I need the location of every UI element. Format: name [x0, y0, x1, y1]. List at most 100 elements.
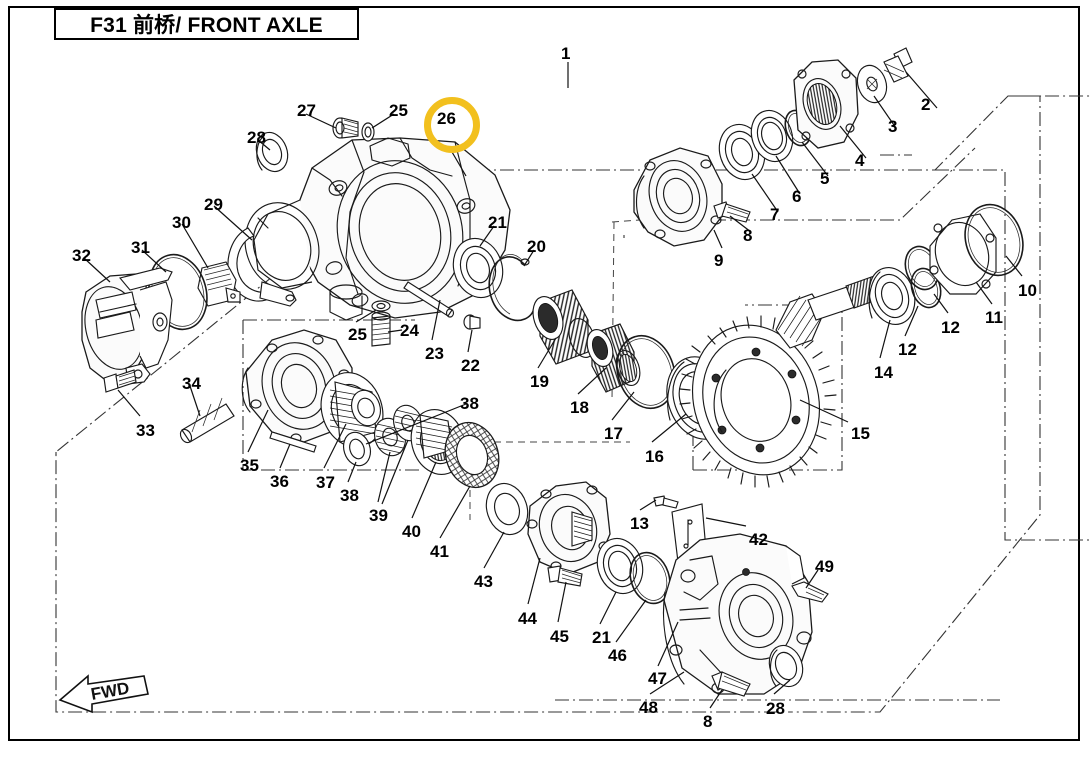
- callout-28b[interactable]: 28: [766, 699, 785, 718]
- part-27-plug: [332, 117, 359, 139]
- callout-32[interactable]: 32: [72, 246, 91, 265]
- part-33-bolt: [103, 369, 137, 393]
- callout-7[interactable]: 7: [770, 205, 780, 224]
- callout-3[interactable]: 3: [888, 117, 898, 136]
- callout-8a[interactable]: 8: [743, 226, 753, 245]
- part-23-shift-shaft: [403, 281, 455, 318]
- part-22-pin: [463, 314, 481, 330]
- callout-45[interactable]: 45: [550, 627, 569, 646]
- part-10-o-ring: [964, 203, 1024, 277]
- callout-30[interactable]: 30: [172, 213, 191, 232]
- leader-lines: [83, 71, 1023, 709]
- callout-36[interactable]: 36: [270, 472, 289, 491]
- part-3-washer: [856, 64, 888, 104]
- callout-16[interactable]: 16: [645, 447, 664, 466]
- part-11-gasket-plate: [929, 213, 997, 295]
- page-title: F31 前桥/ FRONT AXLE: [90, 14, 323, 37]
- callout-1[interactable]: 1: [561, 44, 571, 63]
- callout-2[interactable]: 2: [921, 95, 931, 114]
- callout-38a[interactable]: 38: [340, 486, 359, 505]
- callout-22[interactable]: 22: [461, 356, 480, 375]
- part-29-shift-fork: [227, 227, 297, 307]
- part-18-pinion-sleeve: [586, 323, 641, 393]
- part-9-hub-housing: [633, 147, 723, 247]
- callout-28a[interactable]: 28: [247, 128, 266, 147]
- callout-20[interactable]: 20: [527, 237, 546, 256]
- callout-35[interactable]: 35: [240, 456, 259, 475]
- callout-38b[interactable]: 38: [460, 394, 479, 413]
- callout-25a[interactable]: 25: [389, 101, 408, 120]
- part-34-roll-pin: [179, 397, 235, 444]
- callout-47[interactable]: 47: [648, 669, 667, 688]
- callout-19[interactable]: 19: [530, 372, 549, 391]
- callout-18[interactable]: 18: [570, 398, 589, 417]
- part-25-steel-ball-lower: [371, 300, 391, 312]
- part-2-bolt: [883, 47, 913, 83]
- part-8-bolt-upper: [713, 201, 751, 223]
- part-13-screw: [653, 495, 679, 509]
- callout-12a[interactable]: 12: [941, 318, 960, 337]
- callout-26-highlighted[interactable]: 26: [437, 109, 456, 128]
- title-block: F31 前桥/ FRONT AXLE: [54, 8, 359, 40]
- part-44-differential-cap: [526, 481, 611, 575]
- callout-46[interactable]: 46: [608, 646, 627, 665]
- callout-48[interactable]: 48: [639, 698, 658, 717]
- callout-44[interactable]: 44: [518, 609, 537, 628]
- part-25-steel-ball-upper: [361, 122, 375, 142]
- callout-10[interactable]: 10: [1018, 281, 1037, 300]
- part-38-thrust-washer-a: [342, 431, 372, 467]
- part-12-shim-b: [910, 267, 942, 309]
- callout-5[interactable]: 5: [820, 169, 830, 188]
- fwd-arrow-icon: FWD: [48, 660, 158, 720]
- part-36-cross-pin: [269, 431, 317, 453]
- callout-43[interactable]: 43: [474, 572, 493, 591]
- callout-31[interactable]: 31: [131, 238, 150, 257]
- part-21-ball-bearing-upper: [452, 237, 504, 299]
- part-43-thrust-washer: [485, 482, 529, 536]
- part-6-oil-seal: [750, 109, 794, 163]
- part-24-spring: [371, 311, 391, 347]
- callout-21a[interactable]: 21: [488, 213, 507, 232]
- callout-25b[interactable]: 25: [348, 325, 367, 344]
- callout-4[interactable]: 4: [855, 151, 865, 170]
- part-28-oil-seal-left: [255, 131, 289, 173]
- callout-23[interactable]: 23: [425, 344, 444, 363]
- callout-34[interactable]: 34: [182, 374, 201, 393]
- part-8-flange-bolt-lower: [711, 671, 751, 697]
- part-46-shim: [629, 551, 671, 605]
- callout-13[interactable]: 13: [630, 514, 649, 533]
- callout-27[interactable]: 27: [297, 101, 316, 120]
- part-28-oil-seal-right: [768, 644, 804, 688]
- part-47-housing-seal: [662, 591, 685, 685]
- highlight-ring-26: [424, 97, 480, 153]
- callout-42[interactable]: 42: [749, 530, 768, 549]
- callout-12b[interactable]: 12: [898, 340, 917, 359]
- part-17-o-ring: [616, 334, 676, 410]
- callout-41[interactable]: 41: [430, 542, 449, 561]
- callout-40[interactable]: 40: [402, 522, 421, 541]
- callout-37[interactable]: 37: [316, 473, 335, 492]
- callout-49[interactable]: 49: [815, 557, 834, 576]
- part-4-drive-flange: [793, 59, 859, 149]
- callout-9[interactable]: 9: [714, 251, 724, 270]
- page-frame: [8, 6, 1080, 741]
- callout-39[interactable]: 39: [369, 506, 388, 525]
- part-37-side-gear: [320, 372, 384, 448]
- part-41-thrust-washer-mesh: [444, 421, 500, 489]
- part-15-ring-gear: [679, 315, 837, 488]
- callout-8b[interactable]: 8: [703, 712, 713, 731]
- callout-24[interactable]: 24: [400, 321, 419, 340]
- part-14-pinion-and-bearing: [775, 267, 916, 349]
- part-20-circlip: [488, 254, 535, 322]
- callout-15[interactable]: 15: [851, 424, 870, 443]
- callout-14[interactable]: 14: [874, 363, 893, 382]
- callout-11[interactable]: 11: [985, 308, 1003, 327]
- part-49-stud: [791, 581, 829, 603]
- callout-17[interactable]: 17: [604, 424, 623, 443]
- callout-21b[interactable]: 21: [592, 628, 611, 647]
- callout-29[interactable]: 29: [204, 195, 223, 214]
- callout-6[interactable]: 6: [792, 187, 802, 206]
- callout-33[interactable]: 33: [136, 421, 155, 440]
